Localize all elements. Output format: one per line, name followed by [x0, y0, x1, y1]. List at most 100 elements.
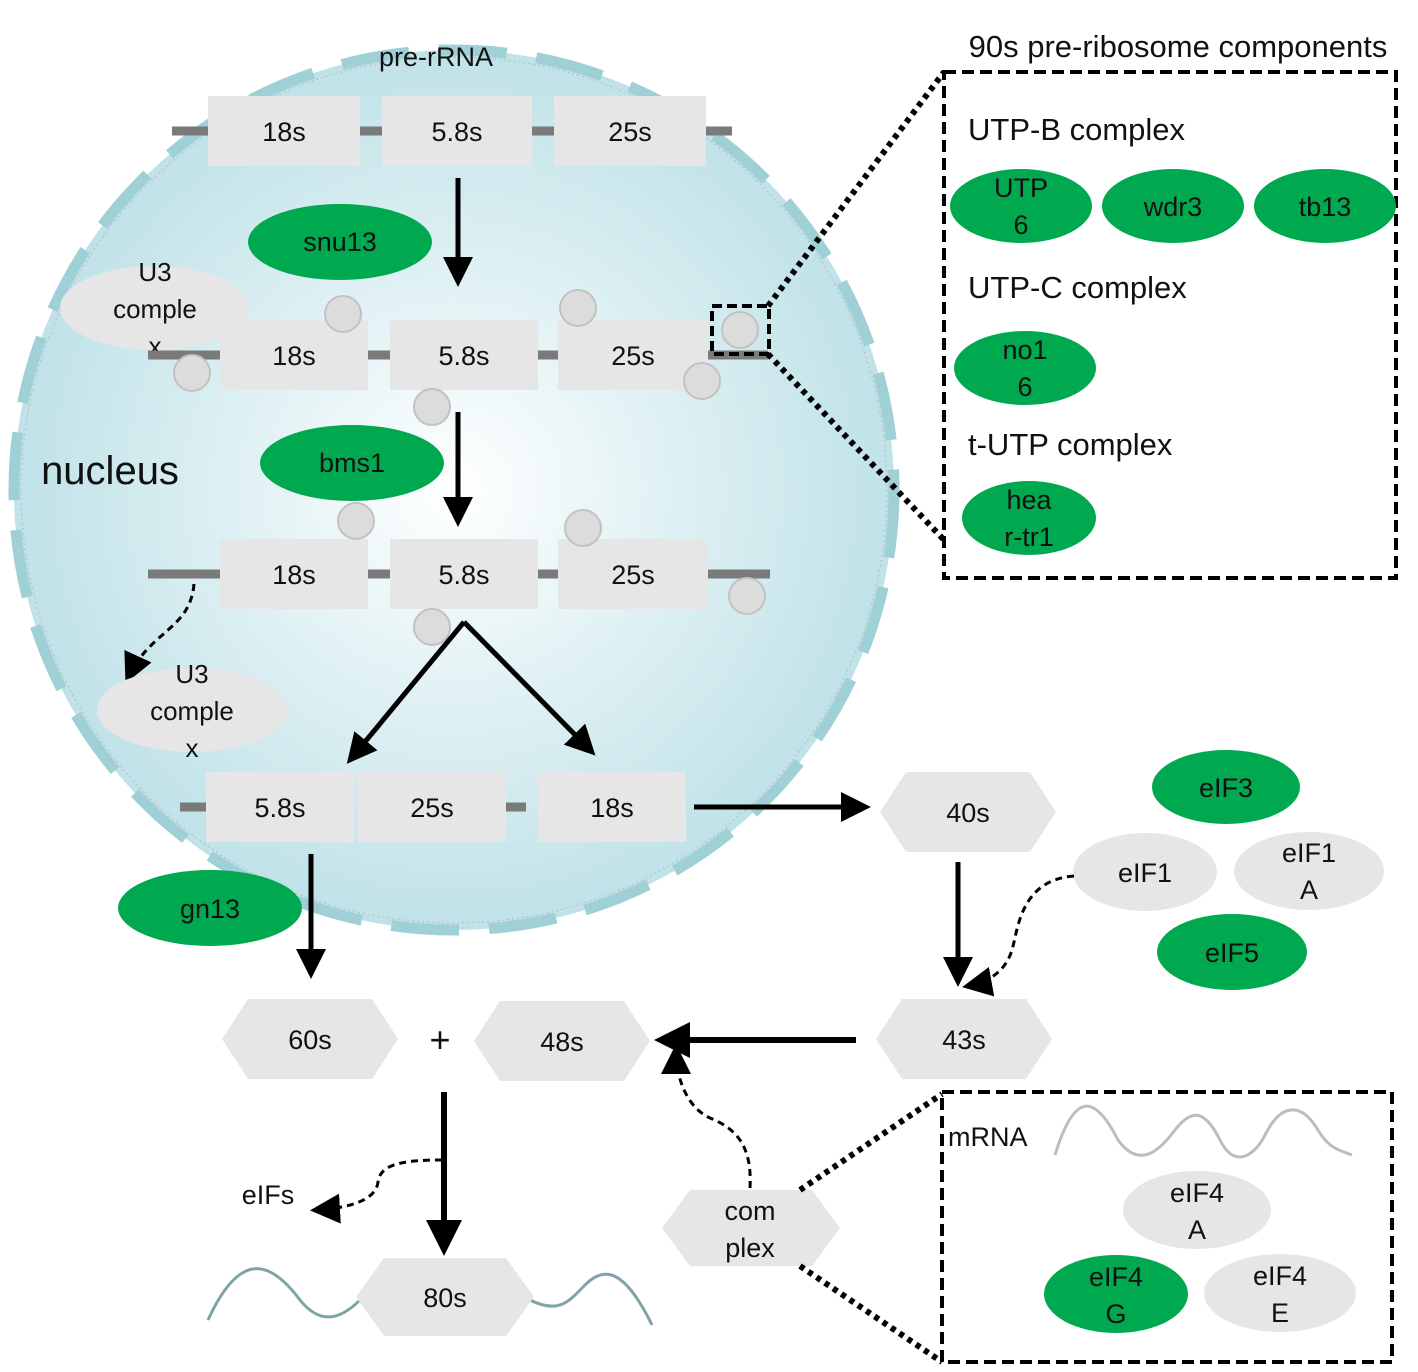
bms1-oval — [260, 425, 444, 501]
snu13-oval — [248, 204, 432, 280]
rrna-box — [382, 96, 532, 166]
protein-circle — [413, 388, 451, 426]
rrna-box-label: 25s — [611, 560, 655, 590]
rrna-box-label: 5.8s — [431, 117, 482, 147]
dashed-arrow — [124, 583, 196, 684]
eif1-oval — [1073, 833, 1217, 911]
mrna-wave — [206, 1267, 362, 1321]
utp-c-title: UTP-C complex — [968, 270, 1187, 305]
rrna-box-label: 18s — [262, 117, 306, 147]
mrna-complex-label: com — [724, 1196, 775, 1226]
rrna-box-label: 25s — [410, 793, 454, 823]
pre-rrna-label: pre-rRNA — [379, 42, 493, 72]
tb13-label: tb13 — [1299, 192, 1352, 222]
subunit-43s — [876, 999, 1052, 1079]
subunit-48s — [474, 1001, 650, 1081]
mrna-panel — [940, 1090, 1394, 1364]
rrna-box-label: 5.8s — [254, 793, 305, 823]
protein-circle — [721, 311, 759, 349]
u3-complex-label: U3 — [138, 257, 171, 287]
components-panel — [942, 70, 1398, 580]
protein-circle — [337, 502, 375, 540]
rrna-box — [390, 320, 538, 390]
rrna-box-label: 18s — [272, 341, 316, 371]
no16-label: 6 — [1017, 372, 1032, 402]
protein-circle — [173, 354, 211, 392]
rrna-box — [220, 539, 368, 609]
rrna-box — [558, 539, 708, 609]
components-panel-title: 90s pre-ribosome components — [969, 29, 1388, 64]
rrna-box — [208, 96, 360, 166]
eifs-label: eIFs — [242, 1180, 295, 1210]
protein-circle — [728, 577, 766, 615]
wdr3-oval — [1102, 169, 1244, 243]
hear-tr1-oval — [962, 481, 1096, 555]
mrna-wave — [529, 1272, 654, 1326]
subunit-60s — [222, 999, 398, 1079]
wdr3-label: wdr3 — [1143, 192, 1203, 222]
zoom-line — [765, 70, 947, 308]
no16-oval — [954, 331, 1096, 405]
rrna-box-label: 18s — [590, 793, 634, 823]
rrna-box-label: 25s — [608, 117, 652, 147]
subunit-48s-label: 48s — [540, 1027, 584, 1057]
u3-complex-label: U3 — [175, 659, 208, 689]
eif1a-label: eIF1 — [1282, 838, 1336, 868]
eif3-label: eIF3 — [1199, 773, 1253, 803]
protein-circle — [324, 295, 362, 333]
arrow-split-right — [462, 620, 596, 756]
protein-circle — [564, 509, 602, 547]
eif3-oval — [1152, 750, 1300, 824]
zoom-line — [798, 1263, 944, 1365]
eif4g-label: G — [1105, 1299, 1126, 1329]
protein-circle — [413, 608, 451, 646]
mrna-label: mRNA — [948, 1122, 1028, 1152]
rrna-box — [390, 539, 538, 609]
snu13-label: snu13 — [303, 227, 377, 257]
eif5-label: eIF5 — [1205, 938, 1259, 968]
pre-rrna-row: 18s 5.8s 25s — [172, 96, 732, 166]
utp-b-title: UTP-B complex — [968, 112, 1186, 147]
eif1a-label: A — [1300, 875, 1318, 905]
eif1-label: eIF1 — [1118, 858, 1172, 888]
mrna-complex — [662, 1190, 840, 1266]
nucleus-label: nucleus — [41, 449, 179, 493]
mrna-complex-label: plex — [725, 1233, 775, 1263]
hear-tr1-label: hea — [1006, 485, 1052, 515]
ribosome-80s-label: 80s — [423, 1283, 467, 1313]
tb13-oval — [1254, 169, 1396, 243]
plus-sign: + — [429, 1019, 450, 1060]
subunit-40s-label: 40s — [946, 798, 990, 828]
eif4a-label: eIF4 — [1170, 1178, 1224, 1208]
arrow-split-left — [346, 620, 466, 764]
rrna-box-label: 5.8s — [438, 341, 489, 371]
rrna-box-label: 18s — [272, 560, 316, 590]
mrna-wave — [1053, 1104, 1353, 1159]
eif4a-label: A — [1188, 1215, 1206, 1245]
bms1-bound-row: 18s 5.8s 25s — [148, 502, 770, 646]
eif4e-oval — [1204, 1254, 1356, 1332]
no16-label: no1 — [1002, 335, 1047, 365]
zoom-line — [765, 351, 947, 543]
eif5-oval — [1157, 914, 1307, 990]
dashed-arrow — [962, 874, 1075, 997]
eif4a-oval — [1123, 1171, 1271, 1249]
rrna-box-label: 25s — [611, 341, 655, 371]
u3-complex-label: comple — [113, 294, 197, 324]
gn13-label: gn13 — [180, 894, 240, 924]
subunit-60s-label: 60s — [288, 1025, 332, 1055]
hear-tr1-label: r-tr1 — [1004, 522, 1054, 552]
gn13-oval — [118, 870, 302, 946]
protein-circle — [683, 362, 721, 400]
u3-bound-row: U3 comple x 18s 5.8s 25s — [60, 257, 771, 426]
ribosome-80s — [356, 1258, 534, 1336]
rrna-box — [554, 96, 706, 166]
eif4g-label: eIF4 — [1089, 1262, 1143, 1292]
eif1a-oval — [1234, 832, 1384, 910]
rrna-box — [538, 772, 686, 842]
u3-complex-oval — [97, 668, 287, 752]
t-utp-title: t-UTP complex — [968, 427, 1173, 462]
u3-complex-label: comple — [150, 696, 234, 726]
protein-circle — [559, 289, 597, 327]
